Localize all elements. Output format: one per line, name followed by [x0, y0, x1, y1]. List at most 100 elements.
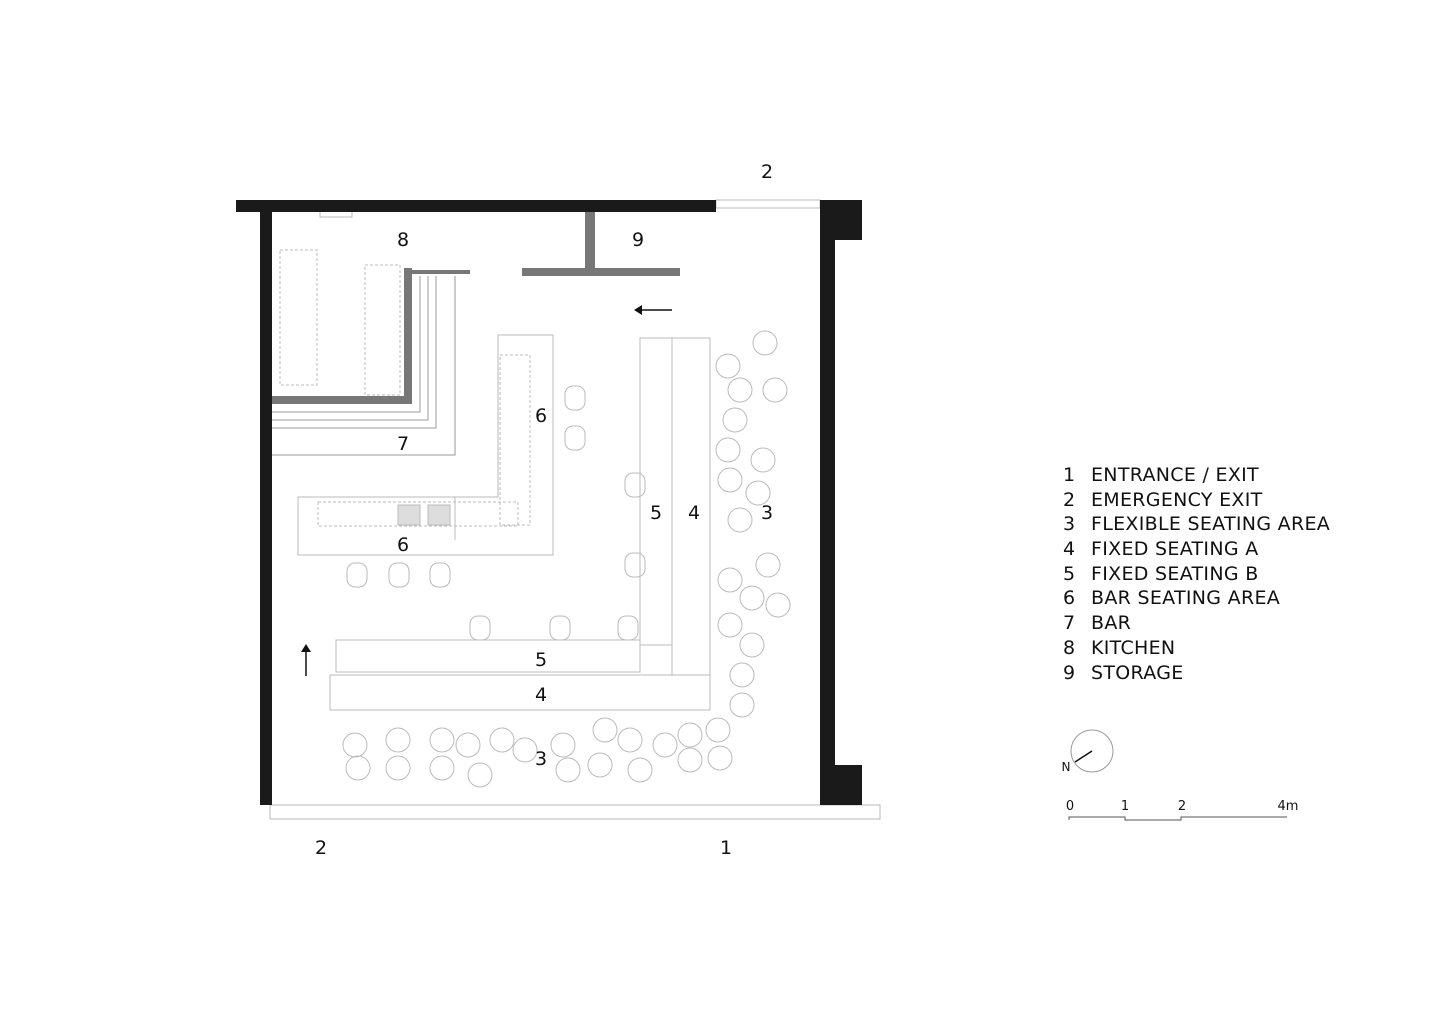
chair [727, 507, 753, 533]
bar-stool [346, 562, 368, 588]
chair [512, 737, 538, 763]
wall-right [820, 200, 835, 805]
label-fixed-b-vertical: 5 [649, 502, 663, 524]
bar-stool [617, 615, 639, 641]
bar-seating-counter [297, 334, 554, 556]
label-bar: 7 [396, 433, 410, 455]
bar-sink [427, 504, 451, 526]
chair [729, 692, 755, 718]
bar-stool [564, 425, 586, 451]
bar-stool [624, 552, 646, 578]
kitchen-stove [364, 264, 401, 396]
label-bar-seating-lower: 6 [396, 534, 410, 556]
chair [717, 467, 743, 493]
chair [715, 437, 741, 463]
label-fixed-a-vertical: 4 [687, 502, 701, 524]
bar-stool [429, 562, 451, 588]
chair [385, 727, 411, 753]
chair [750, 447, 776, 473]
label-fixed-b-horizontal: 5 [534, 649, 548, 671]
scale-bar [1068, 816, 1287, 821]
chair [729, 662, 755, 688]
chair [345, 755, 371, 781]
front-glazing [269, 804, 881, 820]
label-bar-seating-upper: 6 [534, 405, 548, 427]
bar-stool [549, 615, 571, 641]
chair [489, 727, 515, 753]
chair [717, 567, 743, 593]
chair [762, 377, 788, 403]
fixed-seating-b-horizontal [335, 639, 641, 673]
bar-stool [564, 385, 586, 411]
chair [550, 732, 576, 758]
chair [677, 722, 703, 748]
chair [705, 717, 731, 743]
label-entrance: 1 [719, 837, 733, 859]
arrow-left-head [634, 305, 642, 315]
label-fixed-a-horizontal: 4 [534, 684, 548, 706]
bar-stool [624, 472, 646, 498]
bar-equipment [317, 501, 519, 527]
interior-partitions [272, 212, 680, 404]
label-kitchen: 8 [396, 229, 410, 251]
top-emergency-door [715, 199, 821, 209]
label-emergency-exit-bottom: 2 [314, 837, 328, 859]
exterior-walls [236, 200, 862, 805]
fixed-seating-a-horizontal [329, 674, 711, 711]
chair [677, 747, 703, 773]
north-arrow-needle [1074, 750, 1093, 763]
wall-left [260, 200, 272, 805]
chair [429, 755, 455, 781]
chair [617, 727, 643, 753]
chair [752, 330, 778, 356]
chairs [342, 330, 791, 788]
chair [739, 585, 765, 611]
chair [342, 732, 368, 758]
chair [717, 612, 743, 638]
bar-counter-lines [272, 276, 456, 456]
chair [765, 592, 791, 618]
bar-equipment-vertical [499, 354, 531, 526]
scale-tick-4m: 4m [1277, 799, 1299, 814]
chair [555, 757, 581, 783]
chair [385, 755, 411, 781]
chair [722, 407, 748, 433]
scale-tick-2: 2 [1177, 799, 1187, 814]
scale-tick-0: 0 [1065, 799, 1075, 814]
label-flexible-seating-bottom: 3 [534, 748, 548, 770]
chair [627, 757, 653, 783]
chair [652, 732, 678, 758]
chair [755, 552, 781, 578]
bar-sink [397, 504, 421, 526]
wall-top [236, 200, 716, 212]
wall-right-bottom-pier [820, 765, 862, 805]
scale-tick-1: 1 [1120, 799, 1130, 814]
label-emergency-exit-top: 2 [760, 161, 774, 183]
chair [707, 745, 733, 771]
bar-stool [388, 562, 410, 588]
chair [587, 752, 613, 778]
chair [592, 717, 618, 743]
chair [467, 762, 493, 788]
chair [727, 377, 753, 403]
label-flexible-seating-right: 3 [760, 502, 774, 524]
chair [429, 727, 455, 753]
chair [745, 480, 771, 506]
north-arrow-icon [1070, 729, 1114, 773]
wall-right-top-pier [820, 200, 862, 240]
kitchen-shelving [279, 249, 318, 386]
label-storage: 9 [631, 229, 645, 251]
chair [739, 632, 765, 658]
north-label: N [1061, 760, 1071, 774]
